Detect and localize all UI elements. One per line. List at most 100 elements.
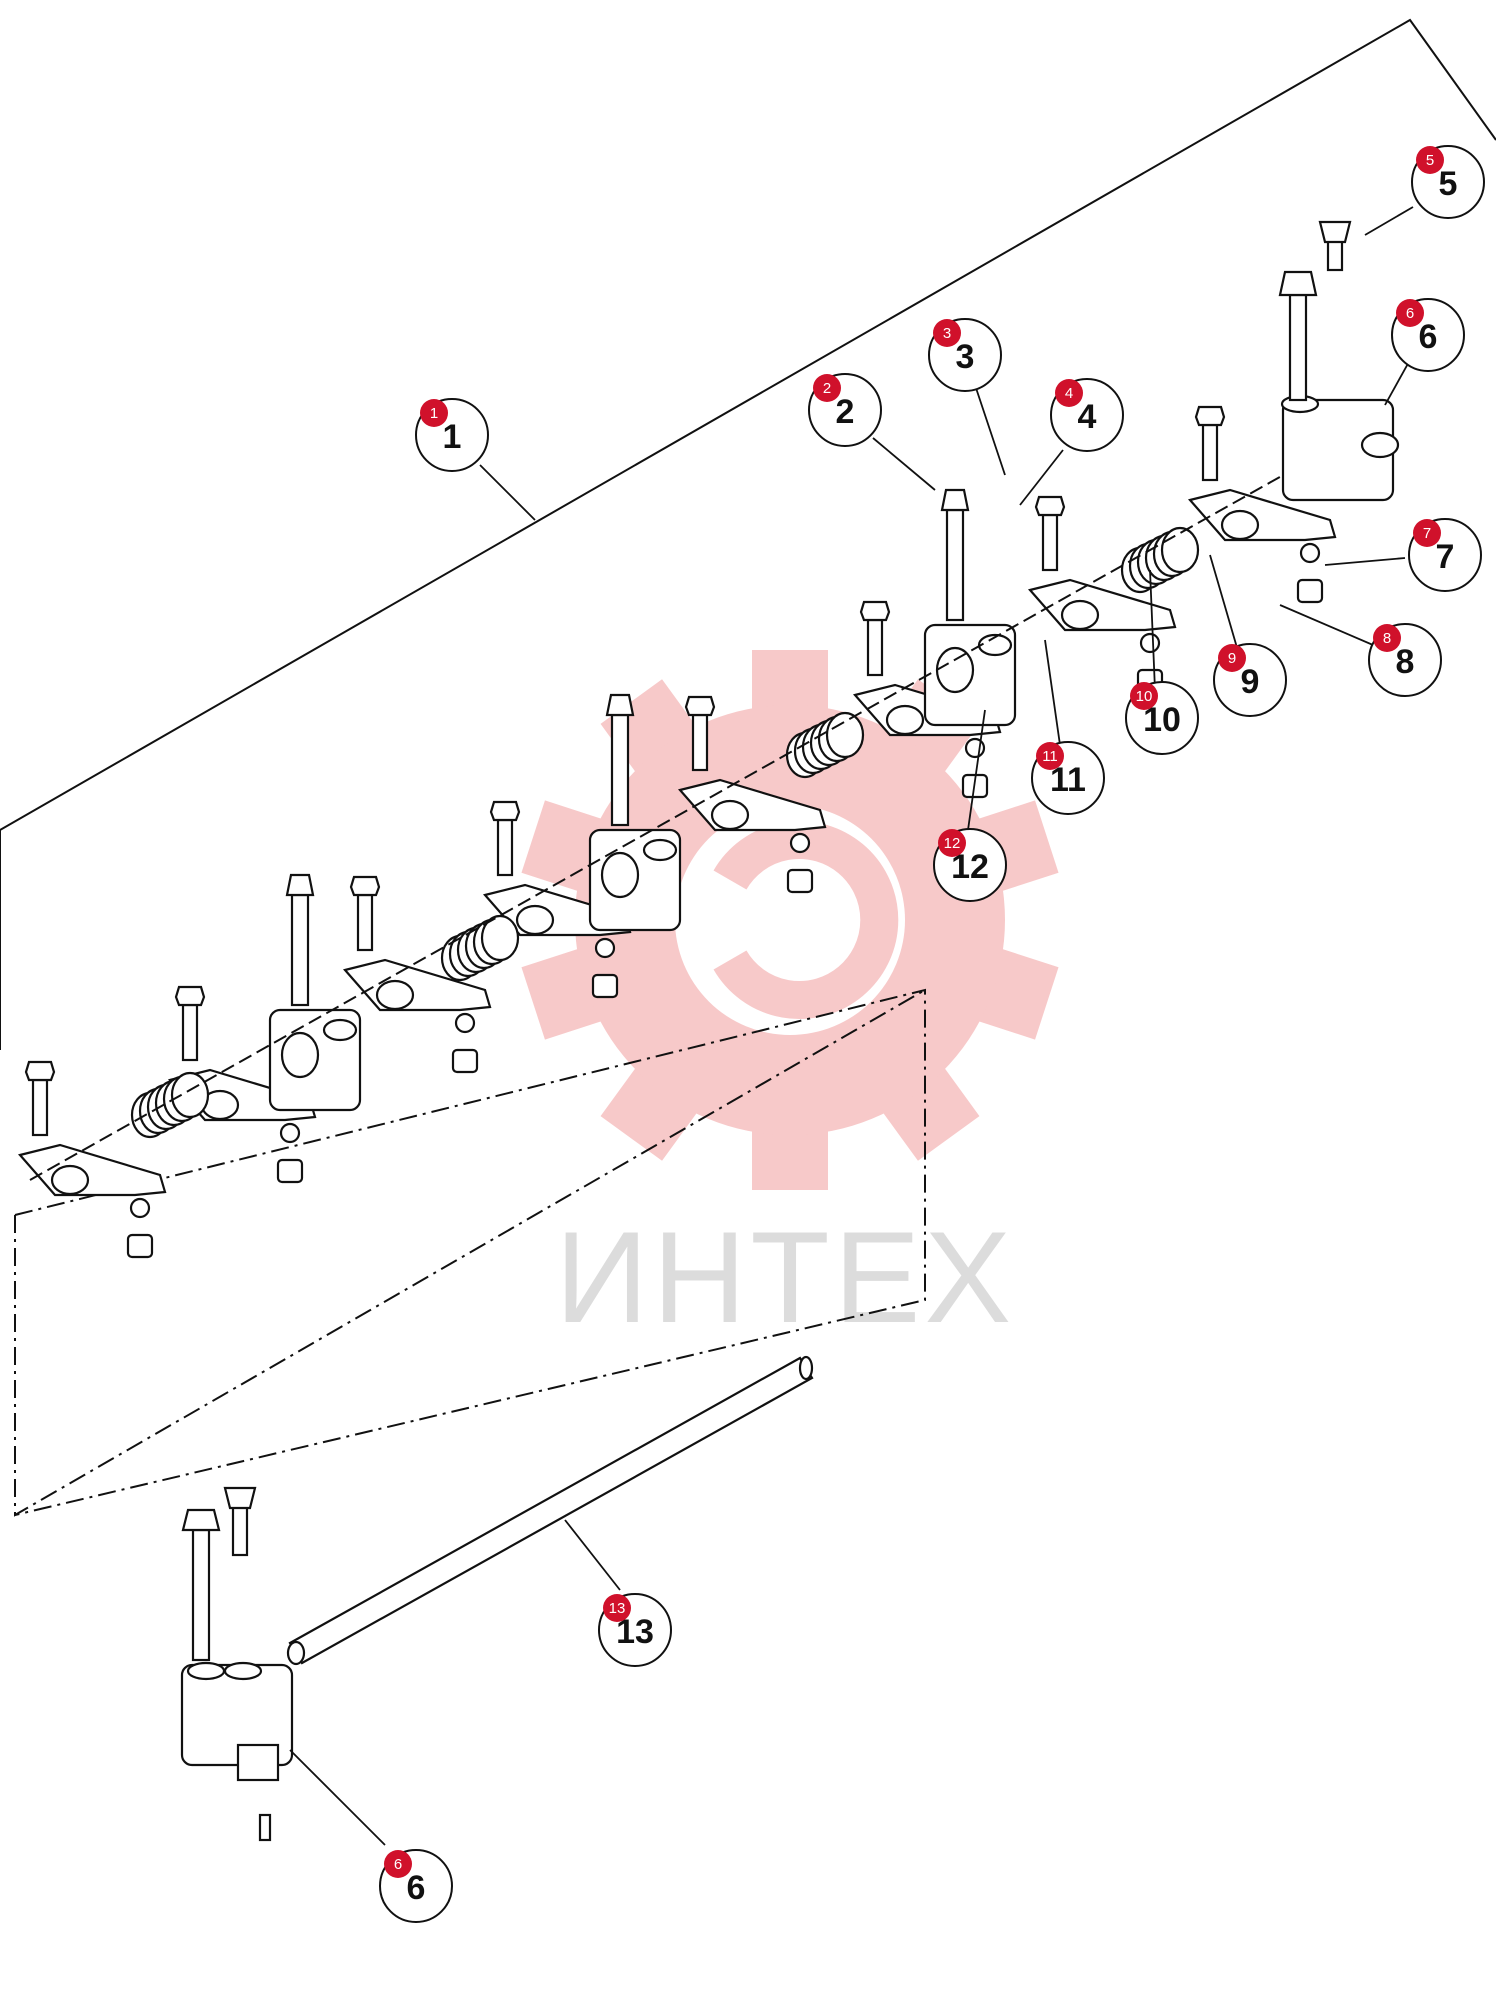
shaft-support [923, 488, 1017, 727]
lock-nut [349, 875, 381, 897]
shaft-support [268, 873, 362, 1112]
adjusting-screw [356, 893, 374, 952]
callout-badge-number: 13 [609, 1600, 626, 1617]
rocker-shaft [286, 1355, 814, 1666]
callout-badge-number: 9 [1228, 650, 1236, 667]
callout-badge-number: 8 [1383, 630, 1391, 647]
adjusting-screw [691, 713, 709, 772]
lock-nut [859, 600, 891, 622]
callout-number: 9 [1241, 663, 1260, 701]
callout-c1: 11 [415, 398, 489, 472]
callout-badge-number: 2 [823, 380, 831, 397]
callout-number: 6 [1419, 318, 1438, 356]
callout-c8: 88 [1368, 623, 1442, 697]
callout-badge [813, 374, 841, 402]
callout-c6a: 66 [1391, 298, 1465, 372]
ball-joint [594, 937, 616, 959]
shaft-end-bracket-lower [180, 1486, 294, 1842]
callout-c6b: 66 [379, 1849, 453, 1923]
assembly-frame [0, 18, 1496, 1517]
callout-badge-number: 12 [944, 835, 961, 852]
support-bolt [290, 893, 310, 1007]
adjusting-screw [496, 818, 514, 877]
callout-badge [1416, 146, 1444, 174]
rocker-arm-group [342, 875, 492, 1074]
callout-badge [603, 1594, 631, 1622]
valve-cap [1296, 578, 1324, 604]
callout-c4: 44 [1050, 378, 1124, 452]
shaft-support [588, 693, 682, 932]
valve-cap [591, 973, 619, 999]
ball-joint [129, 1197, 151, 1219]
rocker-arm-group [1187, 405, 1337, 604]
lock-nut [1194, 405, 1226, 427]
callout-badge [1413, 519, 1441, 547]
callout-c7: 77 [1408, 518, 1482, 592]
leader-lines [289, 206, 1414, 1846]
support-bolt [610, 713, 630, 827]
bolt-head [940, 488, 970, 512]
lock-nut [489, 800, 521, 822]
ball-joint [1299, 542, 1321, 564]
rocker-bushing [710, 799, 750, 831]
callout-badge [938, 829, 966, 857]
callout-number: 2 [836, 393, 855, 431]
watermark-text: ИНТЕХ [555, 1204, 1015, 1350]
callout-badge [1036, 742, 1064, 770]
rocker-bushing [1060, 599, 1100, 631]
callout-c5: 55 [1411, 145, 1485, 219]
support-bolt [945, 508, 965, 622]
callout-badge [384, 1850, 412, 1878]
spring [785, 711, 865, 779]
shaft-centerline [29, 459, 1311, 1181]
ball-joint [789, 832, 811, 854]
rocker-assembly-row [17, 405, 1337, 1259]
callout-number: 5 [1439, 165, 1458, 203]
callout-badge-number: 6 [1406, 305, 1414, 322]
adjusting-screw [181, 1003, 199, 1062]
ball-joint [1139, 632, 1161, 654]
callout-c9: 99 [1213, 643, 1287, 717]
adjusting-screw [866, 618, 884, 677]
callout-badge-number: 5 [1426, 152, 1434, 169]
rocker-bushing [1220, 509, 1260, 541]
callout-badge-number: 7 [1423, 525, 1431, 542]
spring [440, 914, 520, 982]
valve-cap [786, 868, 814, 894]
callout-badge [1130, 682, 1158, 710]
callout-number: 4 [1078, 398, 1097, 436]
valve-cap [451, 1048, 479, 1074]
callout-badge [1055, 379, 1083, 407]
rocker-arm-group [677, 695, 827, 894]
callout-c2: 22 [808, 373, 882, 447]
callout-badge-number: 4 [1065, 385, 1073, 402]
rocker-bushing [50, 1164, 90, 1196]
adjusting-screw [31, 1078, 49, 1137]
rocker-arm [17, 1143, 167, 1197]
callout-number: 1 [443, 418, 462, 456]
callout-badge-number: 3 [943, 325, 951, 342]
valve-cap [126, 1233, 154, 1259]
adjusting-screw [1041, 513, 1059, 572]
rocker-bushing [515, 904, 555, 936]
callout-number: 6 [407, 1869, 426, 1907]
callout-badge-number: 10 [1136, 688, 1153, 705]
ball-joint [454, 1012, 476, 1034]
lock-nut [174, 985, 206, 1007]
valve-cap [276, 1158, 304, 1184]
callout-number: 3 [956, 338, 975, 376]
rocker-bushing [375, 979, 415, 1011]
callout-badge [1396, 299, 1424, 327]
lock-nut [24, 1060, 56, 1082]
adjusting-screw [1201, 423, 1219, 482]
rocker-bushing [885, 704, 925, 736]
callout-badge-number: 6 [394, 1856, 402, 1873]
spring [130, 1071, 210, 1139]
callout-number: 8 [1396, 643, 1415, 681]
